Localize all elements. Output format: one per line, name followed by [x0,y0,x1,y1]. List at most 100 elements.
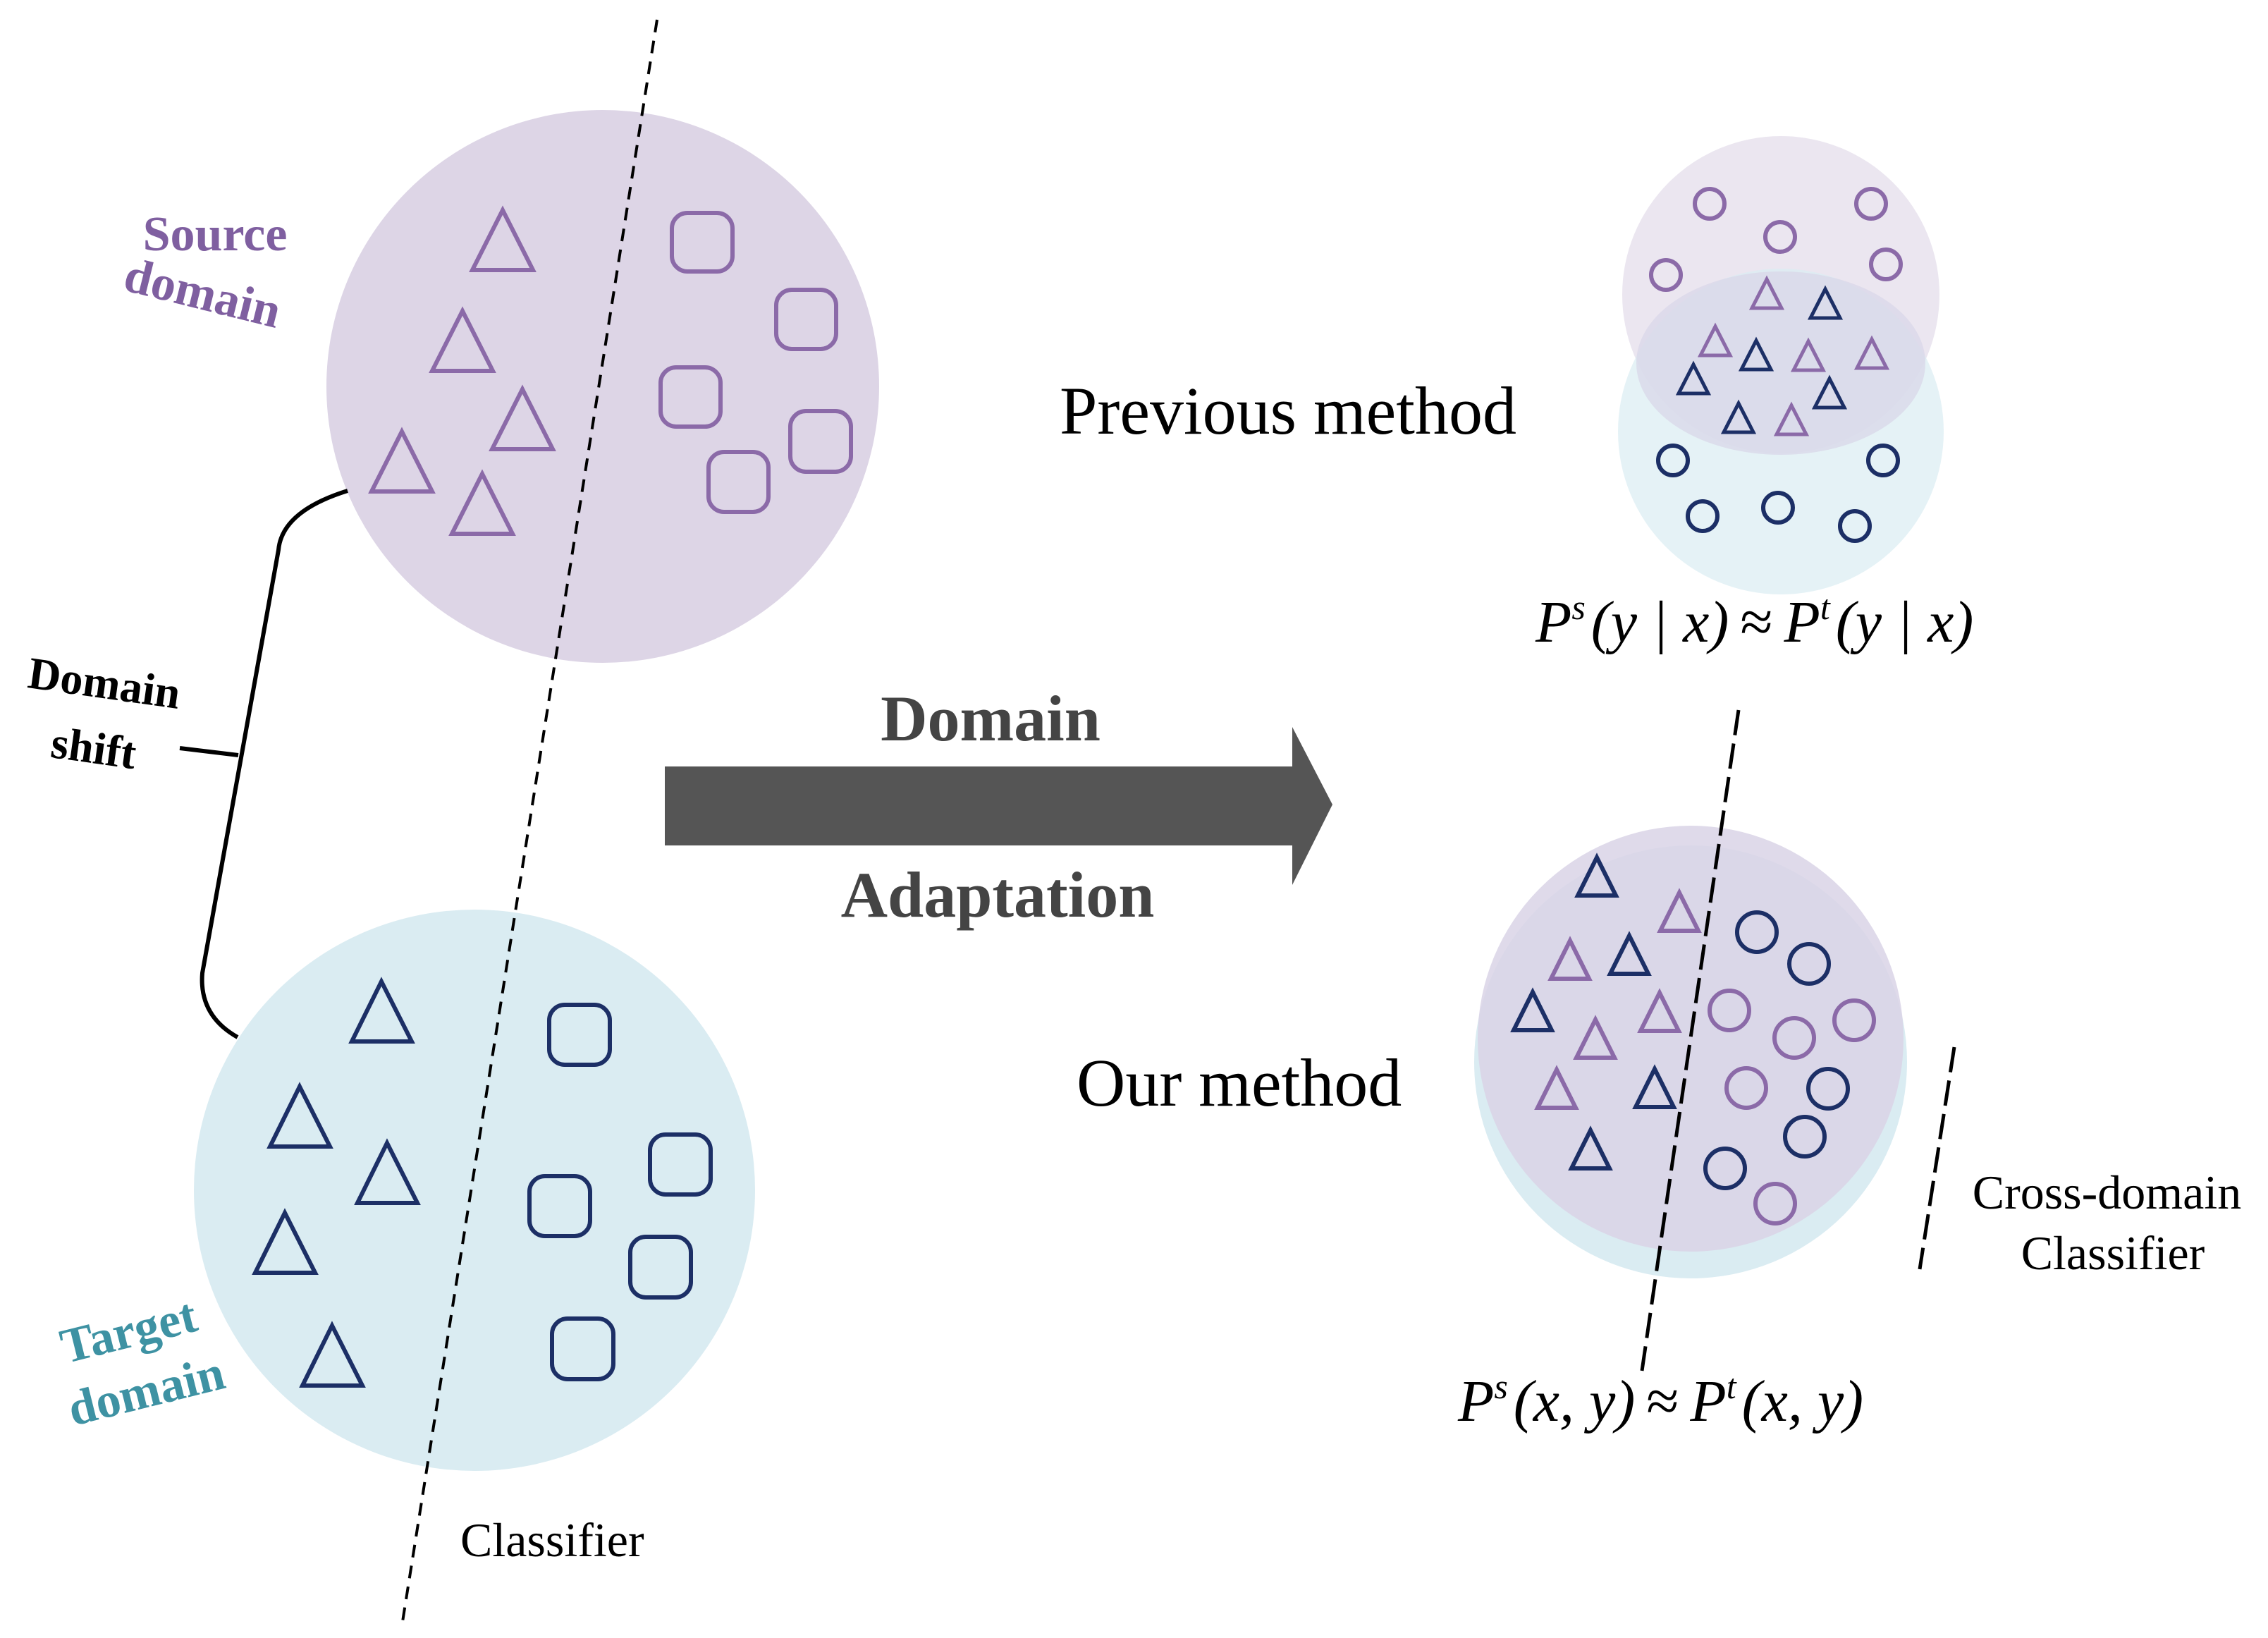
target-squares [527,1003,713,1381]
previous-source-triangle [1697,322,1734,357]
target-triangle [299,1321,366,1388]
our-target-triangle [1510,987,1555,1032]
our-source-triangle [1637,988,1682,1033]
our-eq-relation: ≈ [1646,1369,1679,1434]
previous-target-point [1866,444,1900,477]
previous-target-circles [1656,444,1900,543]
source-square [670,211,735,274]
previous-source-point [1869,247,1903,281]
source-triangle [429,306,496,373]
previous-eq-lhs-sym: P [1535,589,1571,655]
source-triangles [368,205,556,536]
previous-source-point [1854,187,1888,221]
target-triangle [252,1208,319,1275]
source-domain-label-line1: Source [143,207,288,262]
cross-domain-classifier-line [1918,1046,1956,1270]
source-triangle [489,384,556,451]
our-method-label: Our method [1077,1045,1402,1120]
our-target-triangle [1607,931,1652,976]
our-target-circles [1703,910,1850,1190]
previous-target-triangle [1720,399,1757,434]
previous-eq-lhs-args: (y | x) [1591,589,1729,655]
source-domain-label: Source [143,207,288,262]
our-source-circle [1478,826,1904,1252]
domain-shift-label: Domain [25,647,184,718]
previous-source-triangle [1853,335,1890,370]
previous-source-triangle [1790,337,1827,372]
previous-equation: Ps(y | x)≈Pt(y | x) [1535,587,1973,655]
cross-domain-classifier-line1: Cross-domain [1973,1166,2242,1219]
target-domain-circle [194,910,755,1471]
source-domain-circle [326,110,879,663]
source-square [774,288,838,351]
previous-source-triangle [1748,275,1785,310]
target-triangle [348,977,415,1044]
target-square [547,1003,612,1067]
our-source-point [1724,1066,1768,1110]
our-target-triangles [1510,852,1677,1171]
our-target-triangle [1574,852,1619,898]
source-square [706,450,771,514]
target-square [628,1235,693,1300]
our-eq-rhs-sup: t [1727,1367,1737,1406]
our-eq-rhs-sym: P [1689,1369,1726,1434]
previous-eq-rhs-args: (y | x) [1836,589,1974,655]
our-source-circles [1708,989,1876,1226]
previous-target-triangles [1675,285,1848,434]
classifier-label: Classifier [460,1513,644,1567]
our-target-point [1806,1067,1850,1111]
source-triangle [448,469,516,536]
previous-target-point [1761,491,1795,525]
previous-source-triangle [1773,401,1810,436]
previous-overlap [1636,271,1925,455]
arrow-shape [665,727,1332,885]
previous-eq-lhs-sup: s [1571,587,1585,627]
our-target-point [1735,910,1779,954]
previous-method-panel: Previous method [1060,136,1973,655]
cross-domain-classifier-line2: Classifier [2021,1226,2205,1280]
domain-shift-label-2: shift [48,717,140,778]
our-target-triangle [1632,1064,1677,1109]
arrow-label-bottom: Adaptation [841,859,1155,931]
previous-eq-rhs-sup: t [1820,587,1831,627]
source-triangle [368,427,436,494]
previous-target-point [1686,499,1720,533]
previous-target-triangle [1811,374,1848,410]
target-triangle [266,1082,333,1149]
our-source-triangle [1573,1015,1618,1060]
target-triangles [252,977,421,1388]
our-source-point [1708,989,1751,1032]
our-source-triangles [1534,888,1702,1110]
our-eq-lhs-sym: P [1457,1369,1494,1434]
arrow-label-top: Domain [881,683,1101,754]
domain-adaptation-arrow: Domain Adaptation [665,683,1332,931]
domain-shift-label-line2: shift [48,717,140,778]
our-source-point [1753,1182,1797,1226]
our-method-panel: Our method [1077,709,2242,1434]
our-target-point [1787,942,1831,986]
our-source-point [1772,1016,1816,1060]
previous-method-label: Previous method [1060,373,1516,448]
our-equation: Ps(x, y)≈Pt(x, y) [1457,1367,1863,1434]
source-square [658,365,723,429]
our-classifier-line [1640,709,1741,1371]
previous-source-point [1649,258,1683,292]
previous-target-point [1656,444,1690,477]
target-square [527,1174,592,1238]
target-square [550,1316,615,1381]
our-eq-rhs-args: (x, y) [1742,1369,1864,1434]
previous-eq-relation: ≈ [1740,589,1772,655]
our-eq-lhs-args: (x, y) [1514,1369,1636,1434]
source-square [788,409,853,474]
our-target-point [1783,1115,1827,1159]
our-target-point [1703,1147,1747,1190]
previous-target-triangle [1738,336,1774,372]
previous-eq-rhs-sym: P [1784,589,1820,655]
previous-source-triangles [1697,275,1890,436]
our-source-triangle [1657,888,1702,933]
previous-target-point [1838,509,1872,543]
classifier-line [400,19,658,1627]
target-triangle [354,1138,421,1205]
previous-source-point [1693,187,1727,221]
